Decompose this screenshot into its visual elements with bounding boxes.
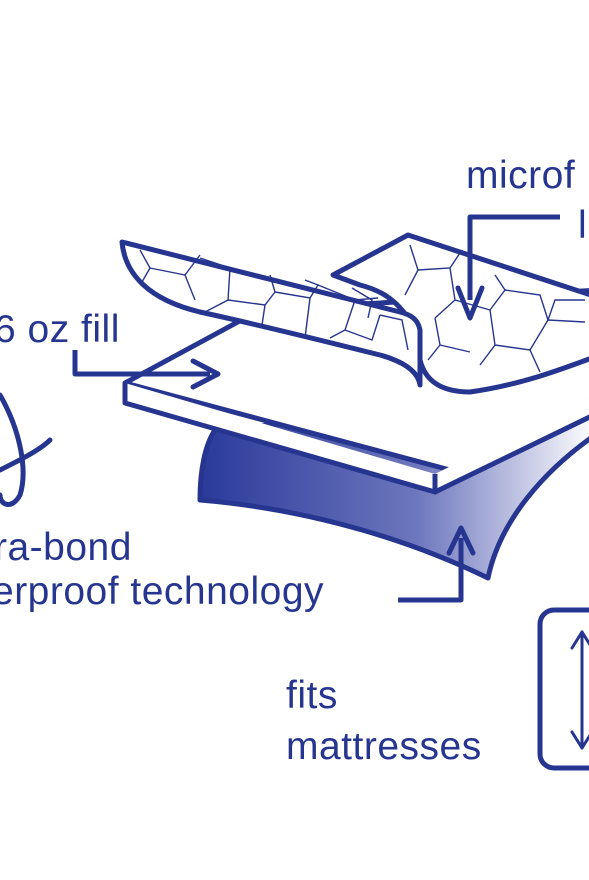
quilt-pattern-back: [351, 244, 586, 373]
microfiber-back-panel: [330, 232, 589, 395]
bond-label-line2: erproof technology: [0, 570, 325, 613]
fill-layer-right-edge: [432, 397, 589, 495]
arrow-up-icon: [446, 525, 476, 556]
arrow-down-icon: [455, 285, 485, 321]
bond-leader-line: [398, 538, 464, 603]
fits-label-line2: mattresses: [286, 725, 482, 768]
fill-leader-line: [72, 350, 210, 377]
arrow-right-icon: [190, 358, 221, 390]
loop-icon: [0, 392, 53, 507]
fill-label: 6 oz fill: [0, 308, 120, 351]
bond-label-line1: ra-bond: [0, 526, 132, 569]
fits-label-line1: fits: [286, 674, 338, 717]
microfiber-label-line2: l: [578, 204, 588, 247]
quilt-pattern-front: [139, 249, 409, 351]
microfiber-label-line1: microf: [466, 154, 576, 197]
mattress-depth-box: [537, 607, 589, 771]
microfiber-front-flap: [119, 239, 423, 388]
microfiber-leader-line: [467, 214, 560, 300]
